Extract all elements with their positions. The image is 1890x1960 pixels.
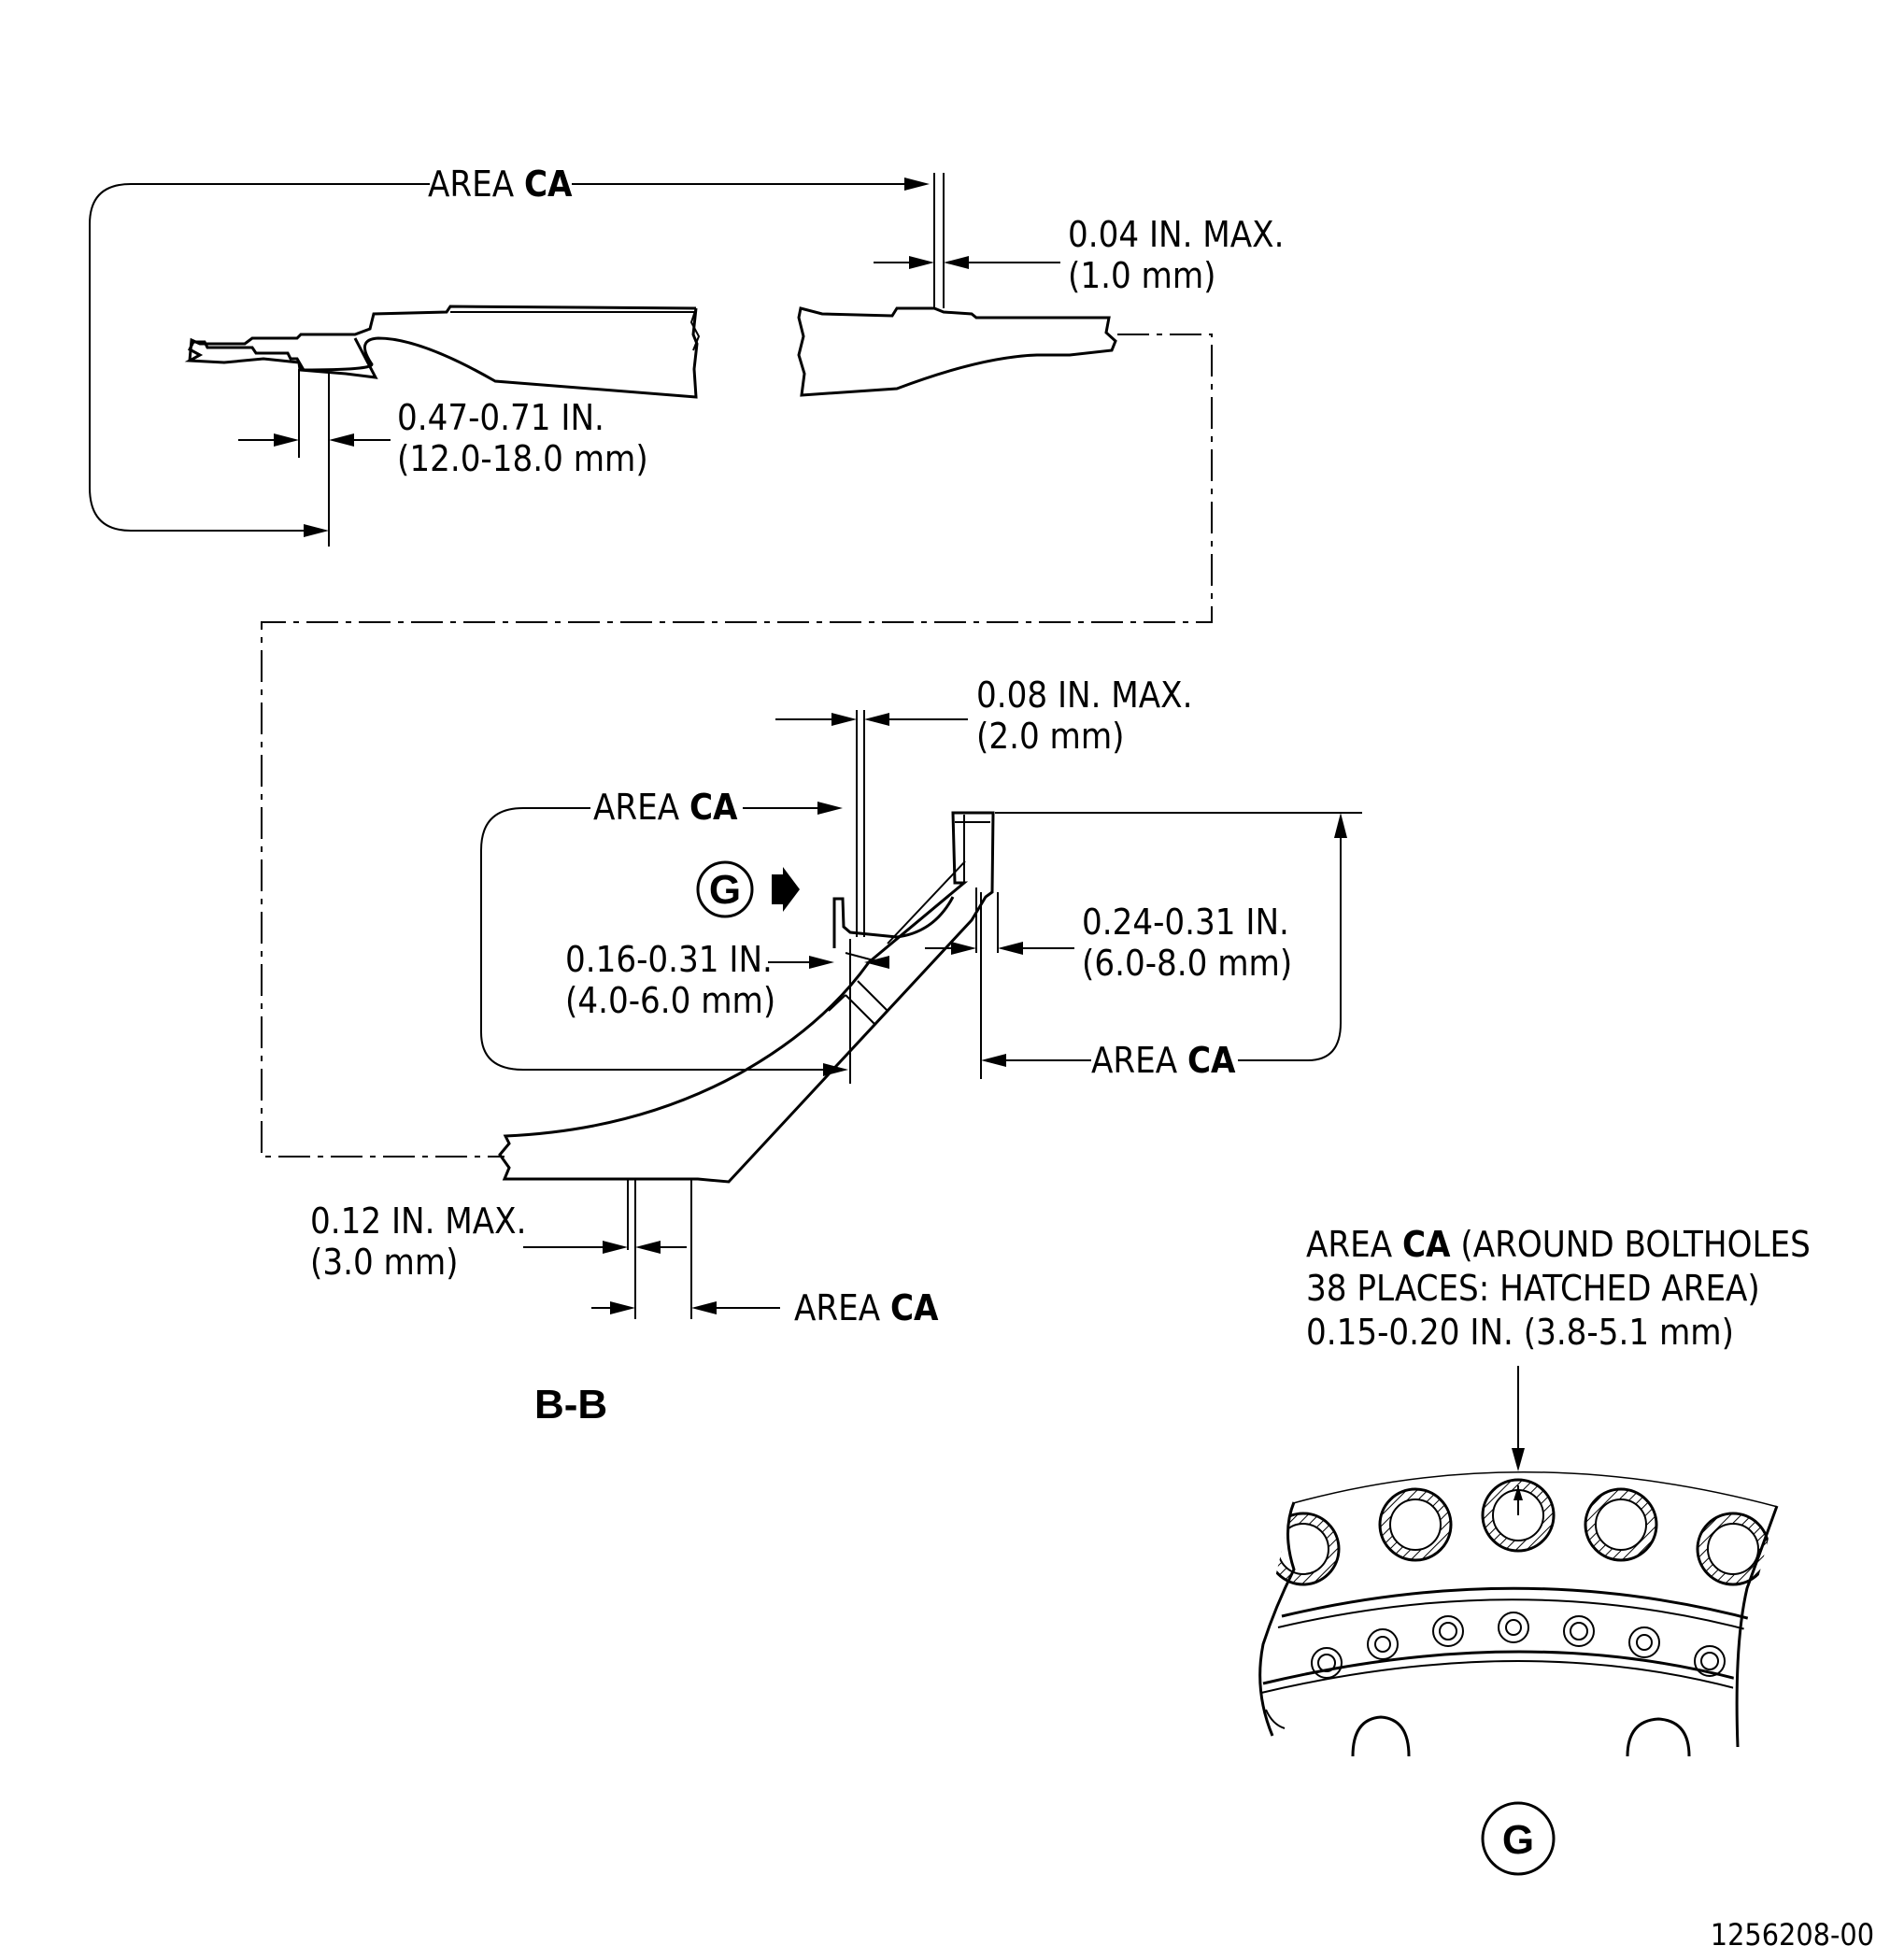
bolt-note-line-1: AREA CA (AROUND BOLTHOLES bbox=[1306, 1224, 1811, 1265]
bb-area-right-label: AREA CA bbox=[1091, 1040, 1236, 1081]
small-hole-row bbox=[1311, 1612, 1726, 1679]
bb-gap-mm-label: (2.0 mm) bbox=[976, 716, 1125, 757]
top-part-right-profile bbox=[797, 306, 1117, 397]
section-b-b-title: B-B bbox=[534, 1382, 607, 1427]
top-gap-in-label: 0.04 IN. MAX. bbox=[1068, 214, 1284, 255]
view-g-callout-letter: G bbox=[709, 867, 741, 913]
top-section-detail: AREA CA 0.04 IN. MAX. (1.0 mm) 0.47-0.71… bbox=[89, 163, 1284, 1158]
bb-right-mm-label: (6.0-8.0 mm) bbox=[1082, 943, 1292, 984]
top-width-mm-label: (12.0-18.0 mm) bbox=[397, 438, 648, 479]
section-b-b: AREA CA 0.08 IN. MAX. (2.0 mm) G 0.16-0.… bbox=[310, 675, 1362, 1427]
bb-left-in-label: 0.16-0.31 IN. bbox=[565, 939, 773, 980]
bb-bottom-in-label: 0.12 IN. MAX. bbox=[310, 1200, 526, 1242]
view-g-callout-circle bbox=[696, 860, 754, 918]
bb-bottom-mm-label: (3.0 mm) bbox=[310, 1242, 459, 1283]
bolt-note-line-2: 38 PLACES: HATCHED AREA) bbox=[1306, 1268, 1760, 1309]
view-g-title-letter: G bbox=[1502, 1817, 1534, 1863]
bolt-note-line-3: 0.15-0.20 IN. (3.8-5.1 mm) bbox=[1306, 1312, 1734, 1353]
drawing-number: 1256208-00 bbox=[1711, 1917, 1874, 1953]
top-area-ca-leader bbox=[89, 183, 430, 532]
top-area-label: AREA CA bbox=[428, 163, 573, 205]
section-b-b-profile bbox=[498, 811, 995, 1184]
view-g-bolthole-detail: AREA CA (AROUND BOLTHOLES 38 PLACES: HAT… bbox=[1258, 1224, 1811, 1876]
bb-area-bottom-label: AREA CA bbox=[794, 1287, 939, 1328]
bb-area-left-label: AREA CA bbox=[593, 787, 738, 828]
section-connection-line bbox=[261, 334, 1213, 1158]
bb-area-ca-left-leader bbox=[480, 807, 831, 1071]
bb-left-mm-label: (4.0-6.0 mm) bbox=[565, 980, 775, 1021]
top-gap-mm-label: (1.0 mm) bbox=[1068, 255, 1216, 296]
bb-right-in-label: 0.24-0.31 IN. bbox=[1082, 902, 1289, 943]
bb-gap-in-label: 0.08 IN. MAX. bbox=[976, 675, 1192, 716]
top-width-in-label: 0.47-0.71 IN. bbox=[397, 397, 604, 438]
view-direction-arrow-icon bbox=[772, 867, 800, 912]
top-part-left-profile bbox=[184, 307, 699, 399]
view-g-title-circle bbox=[1481, 1801, 1556, 1876]
